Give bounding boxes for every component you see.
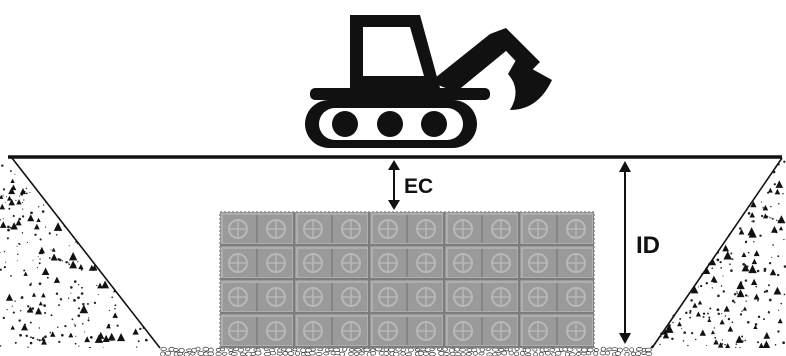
left-trench-slope bbox=[11, 157, 161, 349]
cover-dimension-arrow bbox=[388, 160, 400, 210]
gravel-bedding bbox=[160, 346, 653, 356]
right-trench-slope bbox=[651, 157, 783, 349]
excavator-arm bbox=[490, 28, 540, 74]
excavator-icon bbox=[305, 15, 552, 148]
depth-label: ID bbox=[636, 232, 660, 259]
excavator-window bbox=[363, 27, 424, 76]
excavator-wheel bbox=[377, 111, 403, 137]
cover-label: EC bbox=[404, 175, 433, 198]
excavator-boom bbox=[430, 34, 512, 92]
right-backfill-soil bbox=[650, 160, 786, 348]
excavator-bucket bbox=[508, 60, 552, 110]
excavator-wheel bbox=[421, 111, 447, 137]
excavator-deck bbox=[310, 88, 490, 100]
depth-dimension-arrow bbox=[619, 161, 631, 344]
crate-module-block bbox=[219, 211, 595, 349]
excavator-wheel bbox=[332, 111, 358, 137]
